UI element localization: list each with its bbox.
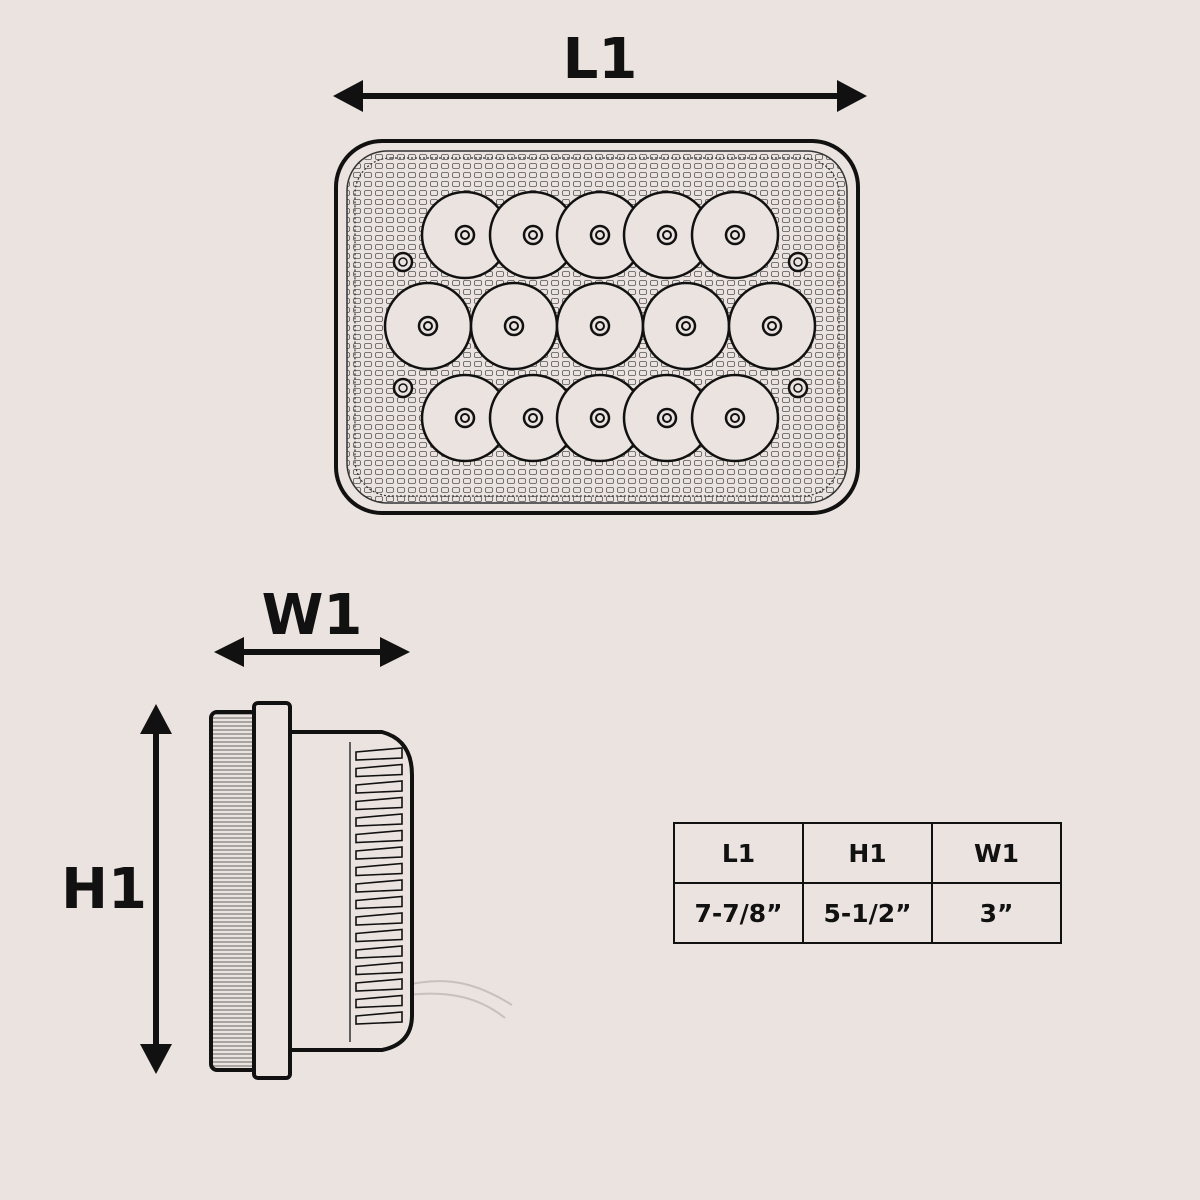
led-lens: [641, 281, 731, 371]
mounting-screw: [787, 377, 809, 399]
heatsink-fin: [355, 763, 403, 778]
heatsink-fin: [355, 829, 403, 844]
table-value-cell: 7-7/8”: [673, 882, 804, 944]
mounting-screw: [392, 377, 414, 399]
heatsink-fin: [355, 945, 403, 959]
led-lens: [727, 281, 817, 371]
table-header-cell: W1: [931, 822, 1062, 884]
led-lens: [622, 190, 712, 280]
led-lens: [383, 281, 473, 371]
led-lens: [690, 190, 780, 280]
table-value-cell: 3”: [931, 882, 1062, 944]
length-arrow: [333, 80, 867, 112]
led-lens: [555, 190, 645, 280]
led-lens: [420, 190, 510, 280]
length-label: L1: [563, 27, 638, 92]
led-lens: [555, 281, 645, 371]
mounting-screw: [787, 251, 809, 273]
heatsink-fin: [355, 846, 403, 860]
heatsink-fin: [355, 1011, 403, 1025]
table-header-cell: H1: [802, 822, 933, 884]
heatsink-fin: [355, 780, 403, 794]
table-value-cell: 5-1/2”: [802, 882, 933, 944]
heatsink-fin: [355, 862, 403, 877]
led-lens: [488, 373, 578, 463]
headlight-side-view: [209, 701, 513, 1080]
heatsink-fin: [355, 994, 403, 1009]
heatsink-fin: [355, 747, 403, 761]
width-arrow: [214, 637, 410, 667]
table-value-row: 7-7/8” 5-1/2” 3”: [673, 882, 1062, 944]
heatsink-fin: [355, 879, 403, 893]
heatsink-fin: [355, 796, 403, 811]
heatsink-fin: [355, 895, 403, 910]
heatsink-fin: [355, 978, 403, 992]
mounting-screw: [392, 251, 414, 273]
width-label: W1: [262, 583, 363, 648]
heatsink-fin: [355, 961, 403, 976]
heatsink-fin: [355, 928, 403, 943]
height-label: H1: [61, 857, 147, 922]
height-arrow: [140, 704, 172, 1074]
heatsink-fin: [355, 912, 403, 926]
dimensions-table: L1 H1 W1 7-7/8” 5-1/2” 3”: [673, 822, 1062, 944]
table-header-row: L1 H1 W1: [673, 822, 1062, 884]
led-lens: [469, 281, 559, 371]
table-header-cell: L1: [673, 822, 804, 884]
headlight-front-view: [334, 139, 860, 515]
led-lens: [690, 373, 780, 463]
heatsink-fin: [355, 813, 403, 827]
